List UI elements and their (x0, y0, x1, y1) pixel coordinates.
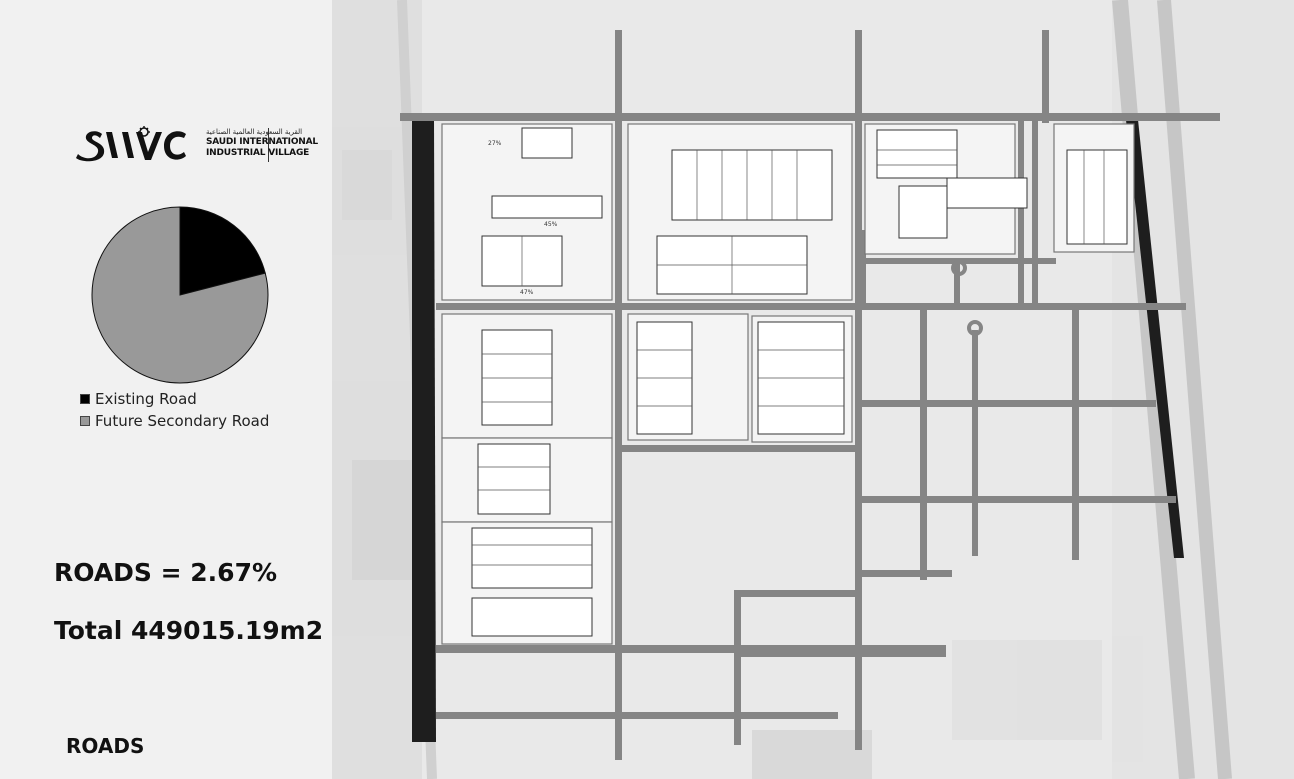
existing-road-west (412, 118, 436, 742)
legend-label-future: Future Secondary Road (95, 412, 270, 430)
secondary-roads (400, 30, 1220, 760)
logo-divider (268, 128, 269, 162)
map-label-27: 27% (488, 140, 502, 147)
logo-text: القرية السعودية العالمية الصناعية SAUDI … (206, 127, 376, 159)
map-label-45: 45% (544, 221, 558, 228)
cul-de-sac-north (951, 260, 967, 276)
logo-line-1: SAUDI INTERNATIONAL (206, 137, 318, 147)
logo-arabic-text: القرية السعودية العالمية الصناعية (206, 128, 303, 136)
section-title: ROADS (66, 734, 145, 758)
legend-label-existing: Existing Road (95, 390, 197, 408)
chart-legend: Existing Road Future Secondary Road (80, 388, 269, 432)
pie-slice-existing-road (179, 206, 266, 296)
legend-swatch-existing (80, 394, 90, 404)
map-label-47: 47% (520, 289, 534, 296)
building-details (472, 149, 1105, 566)
aerial-texture (332, 0, 1294, 779)
legend-item-existing-road: Existing Road (80, 388, 269, 410)
road-pie-chart (91, 206, 269, 384)
roads-total-area: Total 449015.19m2 (54, 616, 324, 645)
legend-swatch-future (80, 416, 90, 426)
legend-item-future-road: Future Secondary Road (80, 410, 269, 432)
site-plan-map: 27% 45% 47% (332, 0, 1294, 779)
company-logo: القرية السعودية العالمية الصناعية SAUDI … (74, 124, 318, 168)
left-panel: القرية السعودية العالمية الصناعية SAUDI … (0, 0, 332, 779)
roads-percentage: ROADS = 2.67% (54, 558, 278, 587)
pie-slice-future-secondary-road (91, 206, 269, 384)
existing-road-east (1126, 120, 1184, 558)
cul-de-sac-center (967, 320, 983, 336)
siivc-logo-mark (76, 126, 186, 162)
logo-line-2: INDUSTRIAL VILLAGE (206, 148, 310, 158)
